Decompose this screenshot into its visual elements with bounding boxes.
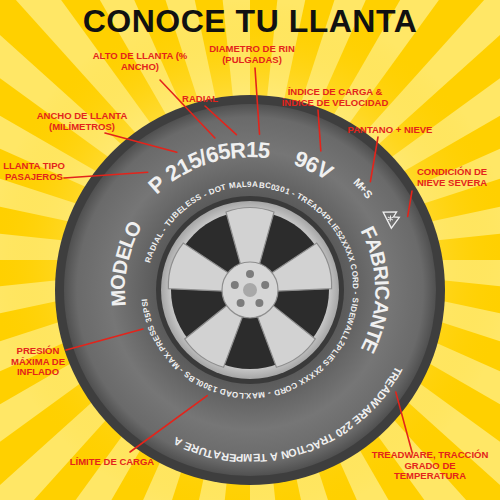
rim-spokes — [164, 208, 336, 371]
bead — [156, 196, 344, 384]
leader-line — [255, 68, 260, 134]
leader-line — [64, 172, 148, 178]
center-cap — [243, 283, 257, 297]
sidewall-letter: M — [258, 390, 266, 399]
callout-label: RADIAL — [175, 94, 225, 105]
tread — [55, 95, 445, 485]
callout-label: LLANTA TIPO PASAJEROS — [3, 161, 65, 183]
callout-label: DIAMETRO DE RIN (PULGADAS) — [197, 44, 307, 66]
sidewall-letter: - — [351, 292, 359, 295]
leader-line — [396, 392, 412, 452]
callout-label: CONDICIÓN DE NIEVE SEVERA — [410, 167, 494, 189]
sidewall-letter: A — [252, 391, 258, 399]
hub — [222, 262, 278, 318]
callout-label: PANTANO + NIEVE — [345, 125, 435, 136]
sidewall-letter: R — [229, 139, 247, 162]
sidewall-letter: D — [351, 283, 359, 289]
sidewall-letter: - — [267, 389, 271, 397]
sidewall-letter: A — [236, 181, 243, 190]
sidewall-letter: 5 — [257, 139, 271, 162]
sidewall-letter: R — [370, 265, 392, 282]
sidewall — [64, 104, 436, 476]
sidewall-letter: C — [372, 286, 392, 301]
leader-line — [105, 133, 177, 152]
sidewall-letter — [351, 295, 359, 298]
sidewall-letter: O — [108, 273, 129, 290]
sidewall-letter: 9 — [247, 181, 251, 189]
snowflake-mountain-symbol — [383, 207, 402, 228]
sidewall-letter: T — [259, 452, 267, 463]
sidewall-letter: D — [273, 387, 281, 396]
leader-line — [160, 80, 215, 138]
sidewall-letter: O — [349, 270, 358, 277]
sidewall-letter: S — [142, 301, 151, 307]
sidewall-letter: M — [243, 452, 252, 463]
sidewall-letter: I — [372, 280, 392, 287]
sidewall-letter: M — [108, 289, 129, 307]
callout-label: TREADWARE, TRACCIÓN GRADO DE TEMPERATURA — [370, 450, 490, 483]
lug-nuts — [231, 270, 269, 307]
sidewall-letter — [351, 289, 359, 291]
sidewall-letter: R — [350, 277, 359, 284]
leader-line — [205, 106, 236, 135]
leader-line — [66, 329, 143, 350]
sidewall-letter: . — [244, 391, 247, 399]
sidewall-letter: - — [202, 191, 208, 199]
callout-label: ALTO DE LLANTA (% ANCHO) — [92, 51, 188, 73]
sidewall-letter: L — [242, 181, 247, 189]
callout-label: ÍNDICE DE CARGA & ÍNDICE DE VELOCIDAD — [275, 87, 395, 109]
sidewall-letter: A — [252, 181, 258, 189]
callout-label: ANCHO DE LLANTA (MILÍMETROS) — [32, 111, 132, 133]
sidewall-letter: 1 — [246, 139, 259, 161]
leader-line — [408, 191, 412, 216]
sidewall-letter: P — [236, 452, 244, 463]
sidewall-letter: X — [246, 391, 251, 399]
callout-label: LÍMITE DE CARGA — [62, 457, 162, 468]
sidewall-letter: A — [269, 450, 278, 462]
sidewall-letter: N — [279, 448, 289, 460]
leader-line — [370, 137, 378, 182]
sidewall-letter: B — [258, 181, 265, 190]
sidewall-letter: X — [346, 255, 355, 262]
sidewall-letter: O — [231, 390, 238, 399]
sidewall-letter: - — [290, 190, 296, 198]
sidewall-letter: L — [238, 390, 244, 398]
sidewall-letter: S — [350, 297, 358, 303]
page-title: CONOCE TU LLANTA — [0, 4, 500, 39]
sidewall-letter: M — [228, 182, 236, 191]
sidewall-letter: E — [252, 452, 260, 463]
leader-line — [318, 110, 321, 151]
callout-label: PRESIÓN MÁXIMA DE INFLADO — [5, 346, 71, 379]
rim-lip — [161, 201, 339, 379]
sidewall-letter: T — [220, 184, 227, 193]
sidewall-letter: P — [145, 172, 171, 198]
